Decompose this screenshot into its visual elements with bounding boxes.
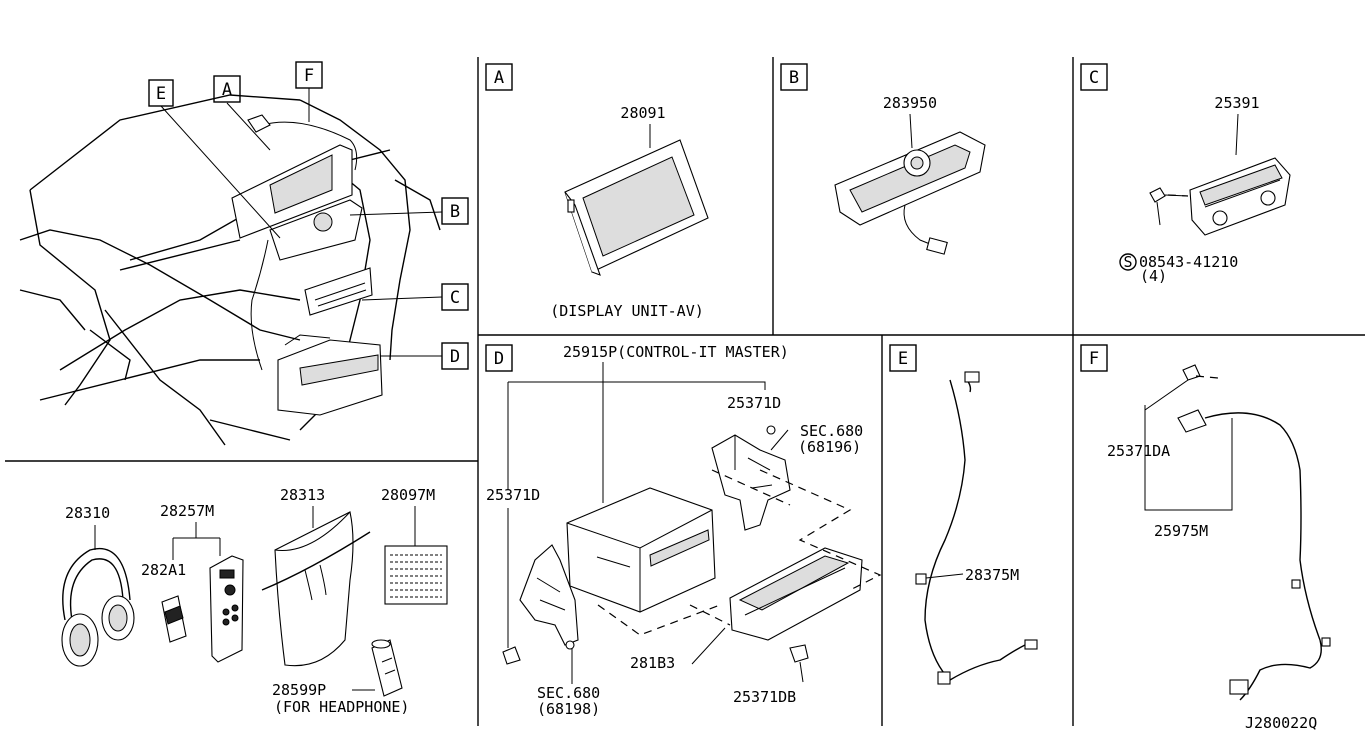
accessories-section: 28310 28257M 282A1 28313: [61, 486, 448, 716]
overview-callout-a: A: [213, 75, 241, 103]
remote-sub-drawing: [161, 595, 187, 643]
cable-e-drawing: [915, 371, 1038, 685]
dashboard-overview: [19, 88, 443, 446]
sec-bottom-label: SEC.680: [537, 684, 600, 702]
panel-e: E 28375M: [889, 344, 1038, 685]
battery-note: (FOR HEADPHONE): [274, 698, 409, 716]
panel-f-letter: F: [1089, 349, 1099, 369]
climate-control-drawing: [1189, 157, 1291, 236]
overview-callout-f: F: [295, 61, 323, 89]
panel-f: F 25371DA 25975M: [1080, 344, 1331, 701]
remote-sub-part-number: 282A1: [141, 561, 186, 579]
overview-callout-c: C: [441, 283, 469, 311]
front-panel-part-label: 281B3: [630, 654, 675, 672]
svg-text:A: A: [222, 80, 232, 100]
climate-control-part-number: 25391: [1214, 94, 1259, 112]
svg-text:F: F: [304, 66, 314, 86]
sec-top-ref: (68196): [798, 438, 861, 456]
pouch-part-number: 28313: [280, 486, 325, 504]
headphones-part-number: 28310: [65, 504, 110, 522]
control-master-unit-drawing: [566, 487, 716, 613]
pouch-drawing: [261, 511, 371, 667]
panel-d-letter: D: [494, 349, 504, 369]
remote-drawing: [209, 555, 244, 663]
bracket-screw-top-label: 25371D: [727, 394, 781, 412]
screw-bottom-drawing: [502, 644, 809, 683]
panel-b-letter: B: [789, 68, 799, 88]
screw-quantity: (4): [1140, 267, 1167, 285]
remote-part-number: 28257M: [160, 502, 214, 520]
panel-a: A 28091 (DISPLAY UNIT-AV): [485, 63, 709, 320]
harness-f-part-number: 25975M: [1154, 522, 1208, 540]
screw-f-drawing: [1144, 364, 1219, 411]
sec-bottom-ref: (68198): [537, 700, 600, 718]
screw-drawing: [1149, 187, 1189, 226]
left-bracket-drawing: [519, 544, 579, 650]
svg-text:E: E: [156, 84, 166, 104]
screw-bottom-label: 25371DB: [733, 688, 796, 706]
overview-callout-b: B: [441, 197, 469, 225]
screw-f-part-number: 25371DA: [1107, 442, 1170, 460]
harness-f-drawing: [1177, 409, 1331, 701]
manual-drawing: [384, 545, 448, 605]
right-bracket-drawing: [711, 425, 791, 531]
control-panel-part-number: 283950: [883, 94, 937, 112]
sec-top-label: SEC.680: [800, 422, 863, 440]
panel-c-letter: C: [1089, 68, 1099, 88]
panel-a-letter: A: [494, 68, 504, 88]
panel-e-letter: E: [898, 349, 908, 369]
front-panel-drawing: [729, 547, 863, 641]
panel-dividers: [5, 57, 1365, 726]
display-unit-drawing: [564, 139, 709, 276]
cable-e-part-number: 28375M: [965, 566, 1019, 584]
headphones-drawing: [61, 548, 135, 667]
manual-part-number: 28097M: [381, 486, 435, 504]
battery-part-number: 28599P: [272, 681, 326, 699]
svg-text:D: D: [450, 347, 460, 367]
panel-d: D 25915P(CONTROL-IT MASTER) 25371D SEC.6…: [485, 343, 882, 718]
panel-c: C 25391 S 08543-41210 (4): [1080, 63, 1291, 285]
svg-text:B: B: [450, 202, 460, 222]
overview-callout-d: D: [441, 342, 469, 370]
svg-text:C: C: [450, 288, 460, 308]
control-panel-drawing: [834, 131, 986, 255]
control-master-part-number: 25915P(CONTROL-IT MASTER): [563, 343, 789, 361]
panel-b: B 283950: [780, 63, 986, 255]
battery-drawing: [371, 639, 403, 697]
overview-callout-e: E: [148, 79, 174, 107]
screw-part-number: 08543-41210: [1139, 253, 1238, 271]
display-unit-part-number: 28091: [620, 104, 665, 122]
display-unit-caption: (DISPLAY UNIT-AV): [550, 302, 704, 320]
drawing-code: J280022Q: [1245, 714, 1317, 732]
bracket-screw-left-label: 25371D: [486, 486, 540, 504]
screw-symbol: S: [1123, 253, 1132, 271]
